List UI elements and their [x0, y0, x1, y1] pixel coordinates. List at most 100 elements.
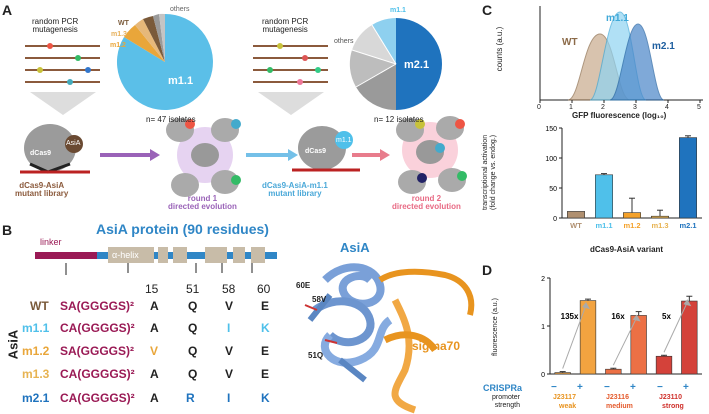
res-58: V [225, 367, 234, 381]
linker-seq: SA(GGGGS)² [60, 344, 134, 358]
position-15: 15 [145, 282, 159, 296]
panel-label-c: C [482, 2, 493, 18]
asia-protein-title: AsiA protein (90 residues) [96, 221, 269, 237]
category-label: m1.3 [651, 221, 668, 230]
res-15: A [150, 391, 159, 405]
pie1-label-m11: m1.1 [168, 75, 194, 87]
structure-60e-label: 60E [296, 281, 311, 290]
res-58: I [227, 391, 231, 405]
promoter-strength-3: strong [662, 403, 684, 410]
pie1-label-wt: WT [118, 20, 129, 27]
dcas9-label-2: dCas9 [305, 148, 327, 155]
bar-1 [579, 300, 597, 375]
promoter-strength-label: promoter strength [492, 394, 521, 409]
dcas9-label-1: dCas9 [30, 150, 52, 157]
linker-seq: CA(GGGGS)² [60, 321, 135, 335]
fold-arrowhead [582, 302, 590, 310]
mutagenesis-lines-2 [253, 43, 328, 115]
res-15: A [150, 321, 159, 335]
alpha-helix-label: α-helix [112, 250, 139, 260]
res-51: Q [188, 367, 198, 381]
res-58: I [227, 321, 231, 335]
panel-a-graphic [20, 13, 467, 197]
bar-2 [605, 368, 622, 375]
fold-arrow [562, 304, 587, 369]
dcas9-complex-2 [292, 126, 360, 172]
bar-4 [655, 355, 673, 375]
bar-WT [567, 211, 585, 219]
pie1-isolates: n= 47 isolates [146, 115, 196, 124]
position-58: 58 [222, 282, 236, 296]
category-label: m1.1 [595, 221, 612, 230]
round-2-label: round 2 directed evolution [392, 194, 461, 211]
res-51: Q [188, 321, 198, 335]
gfp-histogram [539, 6, 703, 103]
linker-seq: CA(GGGGS)² [60, 391, 135, 405]
panel-label-a: A [2, 2, 13, 18]
hist-label-m21: m2.1 [652, 41, 675, 52]
protein-diagram [35, 247, 277, 275]
panel-label-b: B [2, 222, 13, 238]
promoter-name-1: J23117 [553, 394, 576, 401]
sign-5: − [657, 382, 663, 393]
position-60: 60 [257, 282, 271, 296]
fold-label: 16x [611, 312, 625, 321]
fold-arrow [663, 302, 688, 353]
hist-label-m11: m1.1 [606, 13, 629, 24]
bar-m1.3 [651, 215, 669, 219]
sign-1: − [551, 382, 557, 393]
m11-label: m1.1 [336, 137, 352, 144]
res-58: V [225, 344, 234, 358]
y-tick-label: 0 [553, 216, 557, 223]
category-label: m2.1 [679, 221, 696, 230]
pie2-label-others: others [334, 38, 354, 45]
sign-6: + [683, 382, 689, 393]
library-1-label: dCas9-AsiA mutant library [15, 181, 69, 198]
crispra-label: CRISPRa [483, 383, 523, 393]
promoter-strength-2: medium [606, 403, 633, 410]
y-tick-label: 100 [545, 156, 557, 163]
res-58: V [225, 299, 234, 313]
y-tick-label: 150 [545, 126, 557, 133]
chart-c-ylabel: transcriptional activation (fold change … [482, 134, 497, 210]
dcas9-complex-1 [20, 124, 90, 174]
bar-m2.1 [679, 137, 697, 219]
round-1-label: round 1 directed evolution [168, 194, 237, 211]
bar-m1.1 [595, 174, 613, 219]
mutagenesis-title-2: random PCR mutagenesis [262, 17, 309, 34]
sign-2: + [577, 382, 583, 393]
hist-ylabel: counts (a.u.) [495, 26, 505, 72]
structure-51q-label: 51Q [308, 351, 324, 360]
res-60: E [261, 299, 270, 313]
pie2-isolates: n= 12 isolates [374, 115, 424, 124]
pie1-label-m13: m1.3 [111, 31, 127, 38]
fold-arrowhead [632, 314, 641, 322]
hist-xtick-1: 1 [569, 104, 573, 111]
variant-name: m1.1 [22, 321, 50, 335]
mutagenesis-lines-1 [25, 43, 100, 115]
hist-label-wt: WT [562, 37, 578, 48]
library-2-label: dCas9-AsiA-m1.1 mutant library [262, 181, 328, 198]
res-60: K [261, 321, 270, 335]
y-tick-label: 0 [541, 372, 545, 379]
res-15: A [150, 367, 159, 381]
position-51: 51 [186, 282, 200, 296]
pie1-label-others: others [170, 6, 190, 13]
structure-asia-label: AsiA [340, 240, 370, 255]
hist-xtick-5: 5 [697, 104, 701, 111]
hist-xtick-3: 3 [633, 104, 637, 111]
bar-5 [681, 300, 698, 375]
pie-chart-1 [116, 13, 213, 110]
variant-name: m1.3 [22, 367, 50, 381]
protein-structure [304, 263, 475, 414]
y-tick-label: 1 [541, 324, 545, 331]
pie1-label-m12: m1.2 [110, 42, 126, 49]
bar-0 [554, 372, 571, 375]
structure-58v-label: 58V [312, 295, 327, 304]
promoter-strength-1: weak [559, 403, 577, 410]
fold-arrowhead [683, 299, 692, 307]
promoter-name-2: J23116 [606, 394, 629, 401]
res-60: K [261, 391, 270, 405]
sign-3: − [604, 382, 610, 393]
